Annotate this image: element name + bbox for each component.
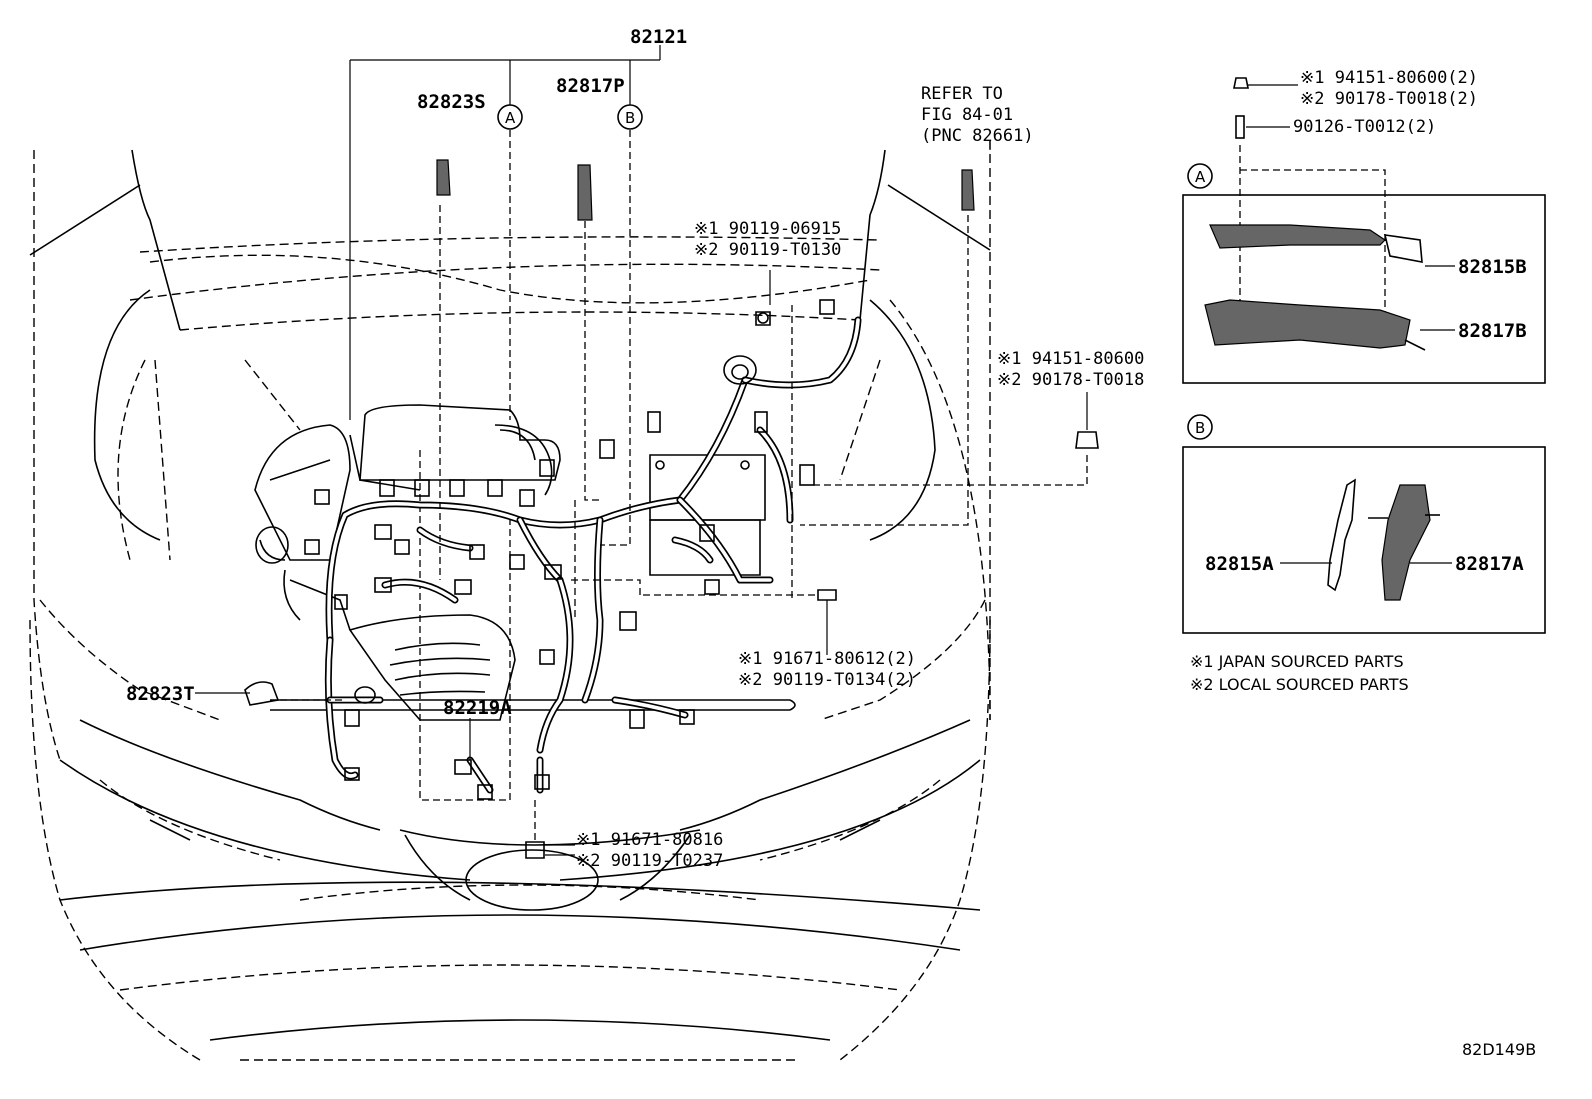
label-82823s: 82823S [417,91,486,113]
kit-nut-icon [1233,77,1249,89]
bolt-top-japan: ※1 90119-06915 [694,219,841,239]
clip-82661-icon [961,169,975,211]
kit-nut-japan: ※1 94151-80600(2) [1300,68,1478,88]
main-view-parts [244,159,1099,859]
label-82823t: 82823T [126,683,195,705]
bolt-bottom-icon [525,841,545,859]
kit-stud-icon [1235,115,1245,139]
label-82817b: 82817B [1458,320,1527,342]
detail-a-marker [1187,163,1213,189]
bracket-82817a-shape [1381,484,1431,601]
clip-82823s-icon [436,159,451,196]
nut-right-japan: ※1 94151-80600 [997,349,1144,369]
bolt-mid-icon [817,589,837,601]
label-82121: 82121 [630,26,687,48]
legend-local-sourced: ※2 LOCAL SOURCED PARTS [1190,675,1409,694]
kit-stud-label: 90126-T0012(2) [1293,117,1436,137]
detail-a-text: A [1195,168,1206,186]
bolt-top-local: ※2 90119-T0130 [694,240,841,260]
wire-harness [324,316,862,794]
kit-nut-local: ※2 90178-T0018(2) [1300,89,1478,109]
refer-line-2: FIG 84-01 [921,105,1013,125]
labels: 82121 82823S 82817P A B REFER TO FIG 84-… [126,26,1536,1059]
label-82815b: 82815B [1458,256,1527,278]
label-82817a: 82817A [1455,553,1524,575]
bracket-82815b-shape [1209,224,1386,249]
harness-connectors [304,299,835,800]
nut-right-local: ※2 90178-T0018 [997,370,1144,390]
bolt-bottom-local: ※2 90119-T0237 [576,851,723,871]
marker-a-text: A [505,109,516,127]
bracket-82823t-icon [244,681,280,706]
bolt-mid-local: ※2 90119-T0134(2) [738,670,916,690]
detail-b-marker [1187,414,1213,440]
label-82219a: 82219A [443,697,512,719]
marker-b-text: B [625,109,635,127]
nut-right-icon [1075,431,1099,449]
marker-a-circle [497,104,523,130]
callout-leaders [195,45,1088,856]
label-82815a: 82815A [1205,553,1274,575]
bolt-mid-japan: ※1 91671-80612(2) [738,649,916,669]
engine-bay [254,404,796,801]
detail-b-text: B [1195,419,1205,437]
vehicle-body-outline [29,140,991,1061]
bolt-bottom-japan: ※1 91671-80816 [576,830,723,850]
clip-82817p-icon [577,164,593,221]
refer-line-3: (PNC 82661) [921,126,1034,146]
detail-b-panel [1182,446,1546,634]
legend-japan-sourced: ※1 JAPAN SOURCED PARTS [1190,652,1404,671]
label-82817p: 82817P [556,75,625,97]
detail-markers [497,104,1213,440]
bolt-top-icon [755,311,771,326]
bracket-82815a-shape [1327,478,1356,592]
marker-b-circle [617,104,643,130]
detail-a-panel [1182,77,1546,384]
bracket-82817b-shape [1204,299,1411,349]
refer-line-1: REFER TO [921,84,1003,104]
figure-code: 82D149B [1462,1040,1536,1059]
